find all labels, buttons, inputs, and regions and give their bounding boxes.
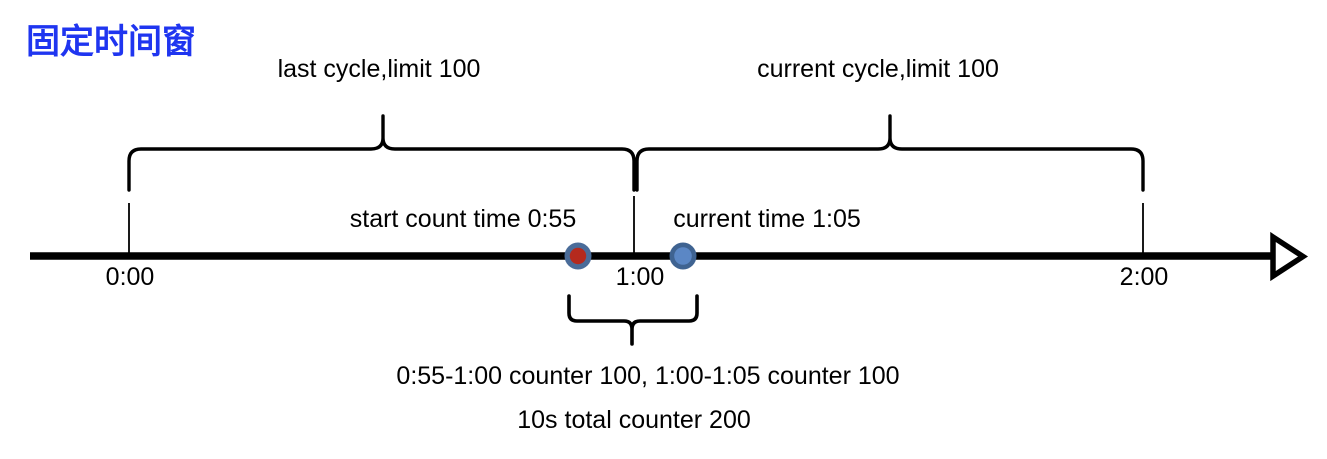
window-span-brace-path xyxy=(567,294,699,346)
last-cycle-label: last cycle,limit 100 xyxy=(277,55,481,83)
current-cycle-label: current cycle,limit 100 xyxy=(757,55,999,83)
current-cycle-brace-path xyxy=(635,114,1145,192)
current-time-marker[interactable] xyxy=(669,242,697,270)
counter-breakdown-caption: 0:55-1:00 counter 100, 1:00-1:05 counter… xyxy=(396,362,900,390)
current-time-label: current time 1:05 xyxy=(673,205,861,233)
total-counter-caption: 10s total counter 200 xyxy=(517,406,751,434)
tick-label-2-00: 2:00 xyxy=(1119,263,1169,291)
axis-arrow-icon xyxy=(1270,231,1309,282)
tick-label-0-00: 0:00 xyxy=(105,263,155,291)
start-count-marker[interactable] xyxy=(564,242,592,270)
tick-label-1-00: 1:00 xyxy=(615,263,665,291)
last-cycle-brace-path xyxy=(127,114,636,192)
page-title: 固定时间窗 xyxy=(26,23,196,61)
start-count-time-label: start count time 0:55 xyxy=(349,205,577,233)
